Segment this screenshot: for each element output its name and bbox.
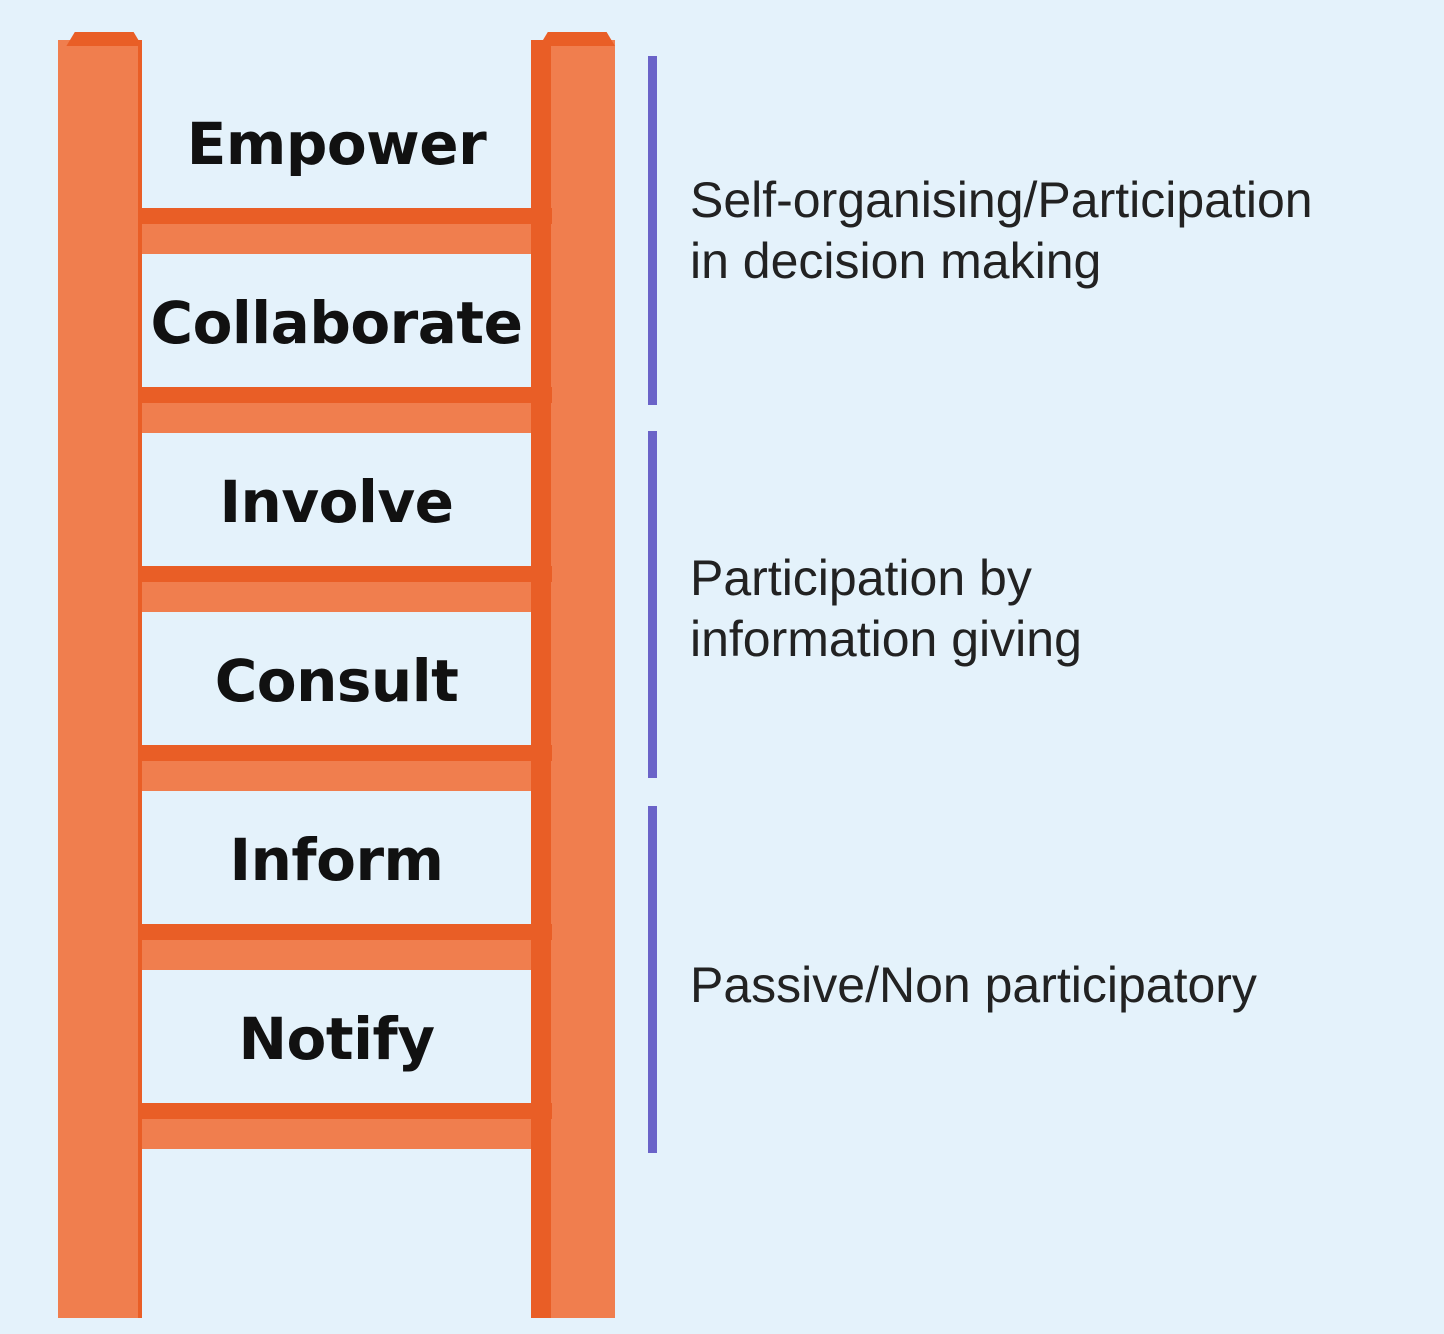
group-description-passive: Passive/Non participatory [690,955,1257,1016]
step-label: Notify [238,1005,435,1073]
ladder-left-rail-cap [66,32,142,46]
group-bracket-bottom [648,806,657,1153]
step-label: Collaborate [150,289,523,357]
step-label: Consult [214,647,459,715]
ladder-step-collaborate: Collaborate [142,259,531,387]
ladder-rung [142,924,552,970]
step-label: Inform [229,826,445,894]
ladder-left-rail [58,32,142,1318]
description-line: Passive/Non participatory [690,957,1257,1013]
ladder-step-inform: Inform [142,796,531,924]
description-line: Participation by [690,550,1032,606]
ladder-rung-shade [142,745,552,761]
ladder-rung [142,566,552,612]
group-description-information-giving: Participation by information giving [690,548,1082,670]
ladder-rung [142,745,552,791]
ladder-rung [142,387,552,433]
ladder-rung-shade [142,387,552,403]
ladder-rung [142,1103,552,1149]
step-label: Involve [219,468,454,536]
ladder-rung [142,208,552,254]
ladder-step-notify: Notify [142,975,531,1103]
ladder-step-consult: Consult [142,617,531,745]
group-bracket-top [648,56,657,405]
step-label: Empower [186,110,487,178]
description-line: information giving [690,611,1082,667]
ladder-rung-shade [142,566,552,582]
ladder-rung-shade [142,1103,552,1119]
group-description-decision-making: Self-organising/Participation in decisio… [690,170,1313,292]
ladder-right-rail-cap [539,32,615,46]
description-line: Self-organising/Participation [690,172,1313,228]
ladder-rung-shade [142,924,552,940]
group-bracket-middle [648,431,657,778]
description-line: in decision making [690,233,1102,289]
ladder-right-rail-shade [531,40,551,1318]
ladder-right-rail [531,32,615,1318]
ladder-rung-shade [142,208,552,224]
ladder-step-empower: Empower [142,80,531,208]
ladder-left-rail-shade [138,40,142,1318]
ladder-step-involve: Involve [142,438,531,566]
